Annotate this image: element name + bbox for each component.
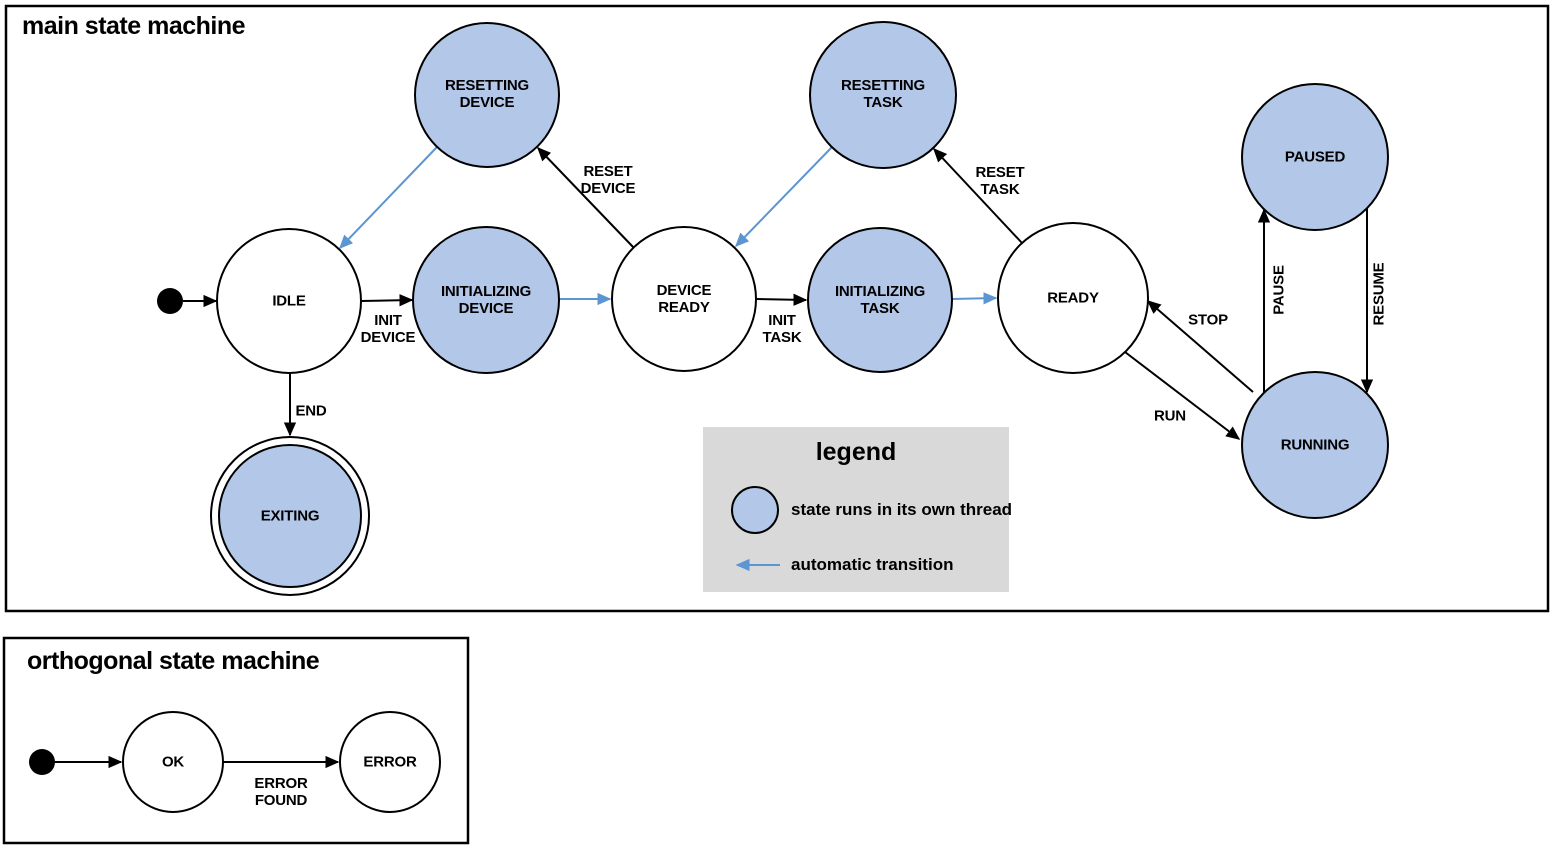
main-state-machine-box bbox=[4, 4, 1550, 613]
legend-thread-state-circle bbox=[731, 486, 779, 534]
state-idle-circle bbox=[216, 228, 362, 374]
state-resetting-task-circle bbox=[809, 21, 957, 169]
state-resetting-device-circle bbox=[414, 22, 560, 168]
legend-thread-state-label: state runs in its own thread bbox=[791, 500, 1013, 519]
state-ok-label: OK bbox=[161, 753, 185, 771]
orthogonal-state-machine-title: orthogonal state machine bbox=[27, 647, 320, 675]
state-ready-circle bbox=[997, 222, 1149, 374]
transition-reset-task-arrow bbox=[933, 147, 1023, 244]
transition-init-task-arrow bbox=[755, 293, 808, 306]
transition-run-label: RUN bbox=[1154, 407, 1186, 425]
state-initializing-task-circle bbox=[807, 227, 953, 373]
transition-error-found-label: ERROR FOUND bbox=[254, 775, 308, 809]
transition-run-arrow bbox=[1124, 351, 1241, 440]
transition-init-device-arrow bbox=[360, 294, 414, 307]
transition-reset-device-label: RESET DEVICE bbox=[580, 163, 636, 197]
state-exiting-label: EXITING bbox=[260, 507, 320, 525]
state-resetting-task-label: RESETTING TASK bbox=[840, 77, 926, 111]
state-device-ready-circle bbox=[611, 226, 757, 372]
state-paused-label: PAUSED bbox=[1284, 148, 1346, 166]
state-running-circle bbox=[1241, 371, 1389, 519]
auto-transition-initializing-task-to-ready-arrow bbox=[951, 292, 998, 305]
auto-transition-resetting-task-to-device-ready-arrow bbox=[735, 146, 833, 248]
initial-state-dot-orthogonal bbox=[29, 749, 55, 775]
transition-init-task-label: INIT TASK bbox=[762, 312, 802, 346]
state-exiting-inner-circle bbox=[218, 444, 362, 588]
state-paused-circle bbox=[1241, 83, 1389, 231]
orthogonal-state-machine-box bbox=[2, 636, 470, 845]
transition-stop-label: STOP bbox=[1188, 311, 1228, 329]
transition-reset-task-label: RESET TASK bbox=[975, 164, 1025, 198]
state-error-label: ERROR bbox=[363, 753, 417, 771]
state-ready-label: READY bbox=[1047, 289, 1099, 307]
initial-state-dot-main bbox=[157, 288, 183, 314]
state-idle-label: IDLE bbox=[272, 292, 306, 310]
state-device-ready-label: DEVICE READY bbox=[656, 282, 712, 316]
auto-transition-resetting-device-to-idle-arrow bbox=[339, 146, 438, 250]
state-ok-circle bbox=[122, 711, 224, 813]
state-initializing-task-label: INITIALIZING TASK bbox=[834, 283, 926, 317]
state-initializing-device-circle bbox=[412, 226, 560, 374]
main-state-machine-title: main state machine bbox=[22, 12, 246, 40]
legend-title: legend bbox=[815, 438, 897, 466]
legend-auto-transition-label: automatic transition bbox=[791, 555, 954, 574]
transition-reset-device-arrow bbox=[537, 146, 635, 249]
transition-pause-label: PAUSE bbox=[1270, 265, 1288, 315]
state-error-circle bbox=[339, 711, 441, 813]
state-running-label: RUNNING bbox=[1280, 436, 1350, 454]
state-initializing-device-label: INITIALIZING DEVICE bbox=[440, 283, 532, 317]
transition-init-device-label: INIT DEVICE bbox=[360, 312, 416, 346]
transition-end-label: END bbox=[295, 402, 327, 420]
transition-resume-label: RESUME bbox=[1370, 262, 1388, 326]
transition-stop-arrow bbox=[1146, 300, 1254, 393]
state-resetting-device-label: RESETTING DEVICE bbox=[444, 77, 530, 111]
